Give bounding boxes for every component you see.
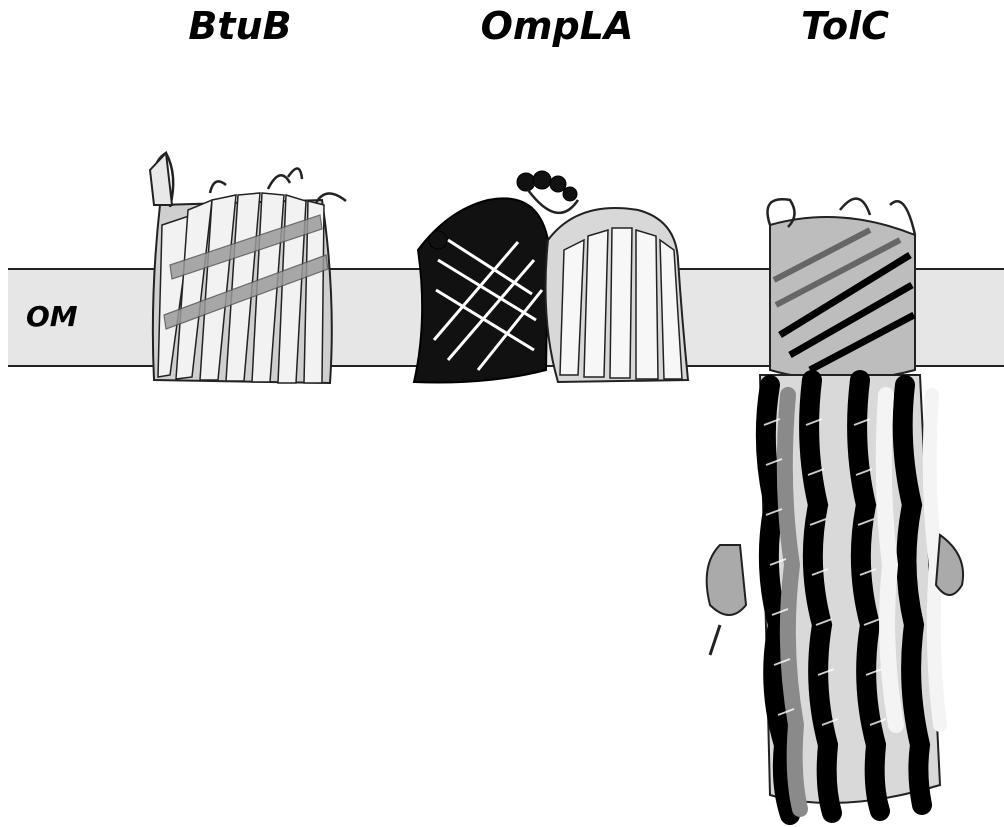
- ompla-title: OmpLA: [462, 4, 652, 48]
- btub-title: BtuB: [160, 4, 320, 48]
- tolc-structure: [700, 185, 970, 827]
- outer-membrane-label: OM: [26, 300, 78, 333]
- ompla-structure: [408, 170, 698, 400]
- btub-structure: [140, 145, 340, 400]
- tolc-title: TolC: [770, 4, 920, 48]
